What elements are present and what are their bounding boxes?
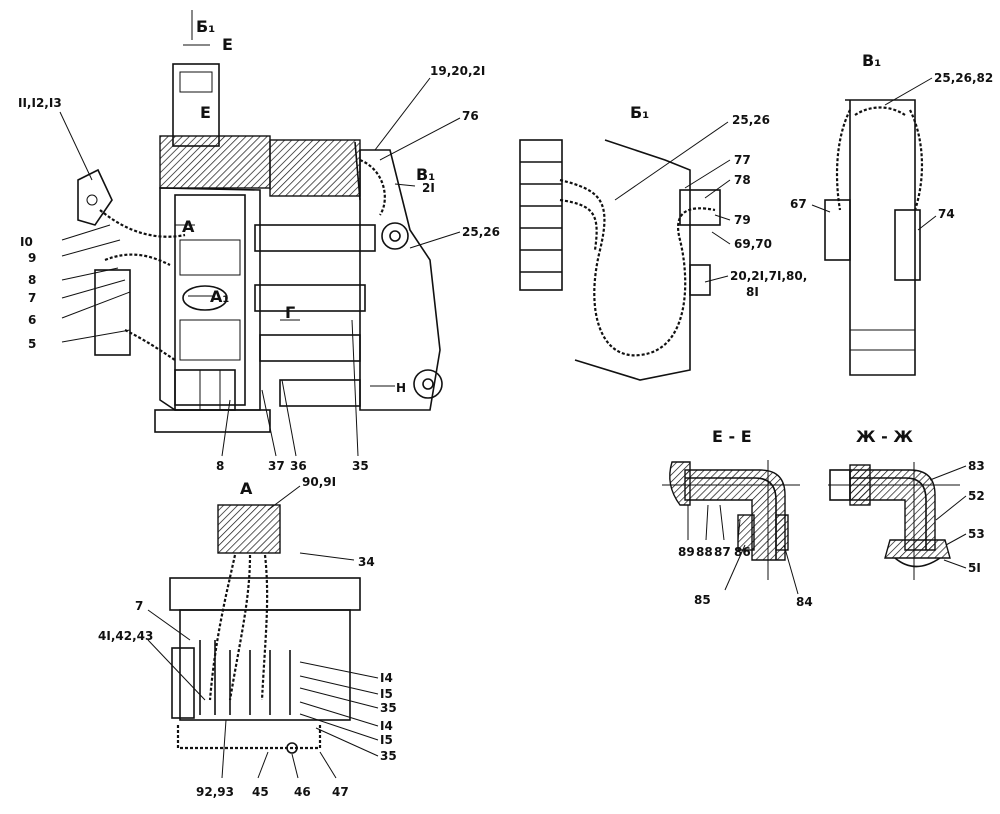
label-6: 6: [28, 313, 36, 327]
label-14-b: I4: [380, 719, 393, 733]
section-marker-v1: В₁: [416, 165, 435, 184]
label-67: 67: [790, 197, 807, 211]
view-a: А: [98, 475, 397, 799]
label-9: 9: [28, 251, 36, 265]
label-8-left: 8: [28, 273, 36, 287]
label-51: 5I: [968, 561, 981, 575]
label-14-a: I4: [380, 671, 393, 685]
label-46: 46: [294, 785, 311, 799]
label-76: 76: [462, 109, 479, 123]
section-ee-title: Е - Е: [712, 427, 752, 446]
label-7: 7: [28, 291, 36, 305]
label-77: 77: [734, 153, 751, 167]
label-79: 79: [734, 213, 751, 227]
section-marker-g: Г: [285, 303, 295, 322]
label-25-26-82: 25,26,82: [934, 71, 993, 85]
view-v1-title: В₁: [862, 51, 881, 70]
view-v1: В₁ 25,26,82 67 74: [790, 51, 993, 376]
section-marker-n: Н: [396, 381, 406, 395]
label-89: 89: [678, 545, 695, 559]
label-83: 83: [968, 459, 985, 473]
label-69-70: 69,70: [734, 237, 772, 251]
label-41-42-43: 4I,42,43: [98, 629, 153, 643]
label-7-a: 7: [135, 599, 143, 613]
section-marker-e-top: Е: [222, 35, 233, 54]
label-11-12-13: II,I2,I3: [18, 96, 62, 110]
label-81: 8I: [746, 285, 759, 299]
label-90-91: 90,9I: [302, 475, 336, 489]
label-84: 84: [796, 595, 813, 609]
label-35-a: 35: [380, 701, 397, 715]
label-53: 53: [968, 527, 985, 541]
label-87: 87: [714, 545, 731, 559]
label-15-a: I5: [380, 687, 393, 701]
label-5: 5: [28, 337, 36, 351]
main-view: Б₁ Е Е А А₁ Г В₁ Н II,I2,I3 I0 9 8 7 6 5…: [18, 10, 500, 473]
label-92-93: 92,93: [196, 785, 234, 799]
view-a-title: А: [240, 479, 253, 498]
label-21: 2I: [422, 181, 435, 195]
view-b1-title: Б₁: [630, 103, 649, 122]
label-25-26-main: 25,26: [462, 225, 500, 239]
label-15-b: I5: [380, 733, 393, 747]
label-45: 45: [252, 785, 269, 799]
section-marker-a1: А₁: [210, 287, 229, 306]
label-85: 85: [694, 593, 711, 607]
label-86: 86: [734, 545, 751, 559]
label-8-bottom: 8: [216, 459, 224, 473]
label-74: 74: [938, 207, 955, 221]
label-10: I0: [20, 235, 33, 249]
label-34: 34: [358, 555, 375, 569]
section-marker-b1: Б₁: [196, 17, 215, 36]
view-b1: Б₁ 25,26 77 78 79 69,70 20,2I,7I,80,: [519, 103, 807, 381]
section-zhzh-title: Ж - Ж: [856, 427, 913, 446]
label-47: 47: [332, 785, 349, 799]
label-52: 52: [968, 489, 985, 503]
label-88: 88: [696, 545, 713, 559]
label-78: 78: [734, 173, 751, 187]
label-25-26-b1: 25,26: [732, 113, 770, 127]
section-marker-e-mid: Е: [200, 103, 211, 122]
section-ee: Е - Е 89 88 87 86 85 84: [662, 427, 813, 609]
label-37: 37: [268, 459, 285, 473]
label-20-21-71-80: 20,2I,7I,80,: [730, 269, 807, 283]
label-35: 35: [352, 459, 369, 473]
label-19-20-21: 19,20,2I: [430, 64, 485, 78]
section-marker-a: А: [182, 217, 195, 236]
section-zhzh: Ж - Ж 83 52 53 5I: [828, 427, 985, 580]
label-35-b: 35: [380, 749, 397, 763]
label-36: 36: [290, 459, 307, 473]
